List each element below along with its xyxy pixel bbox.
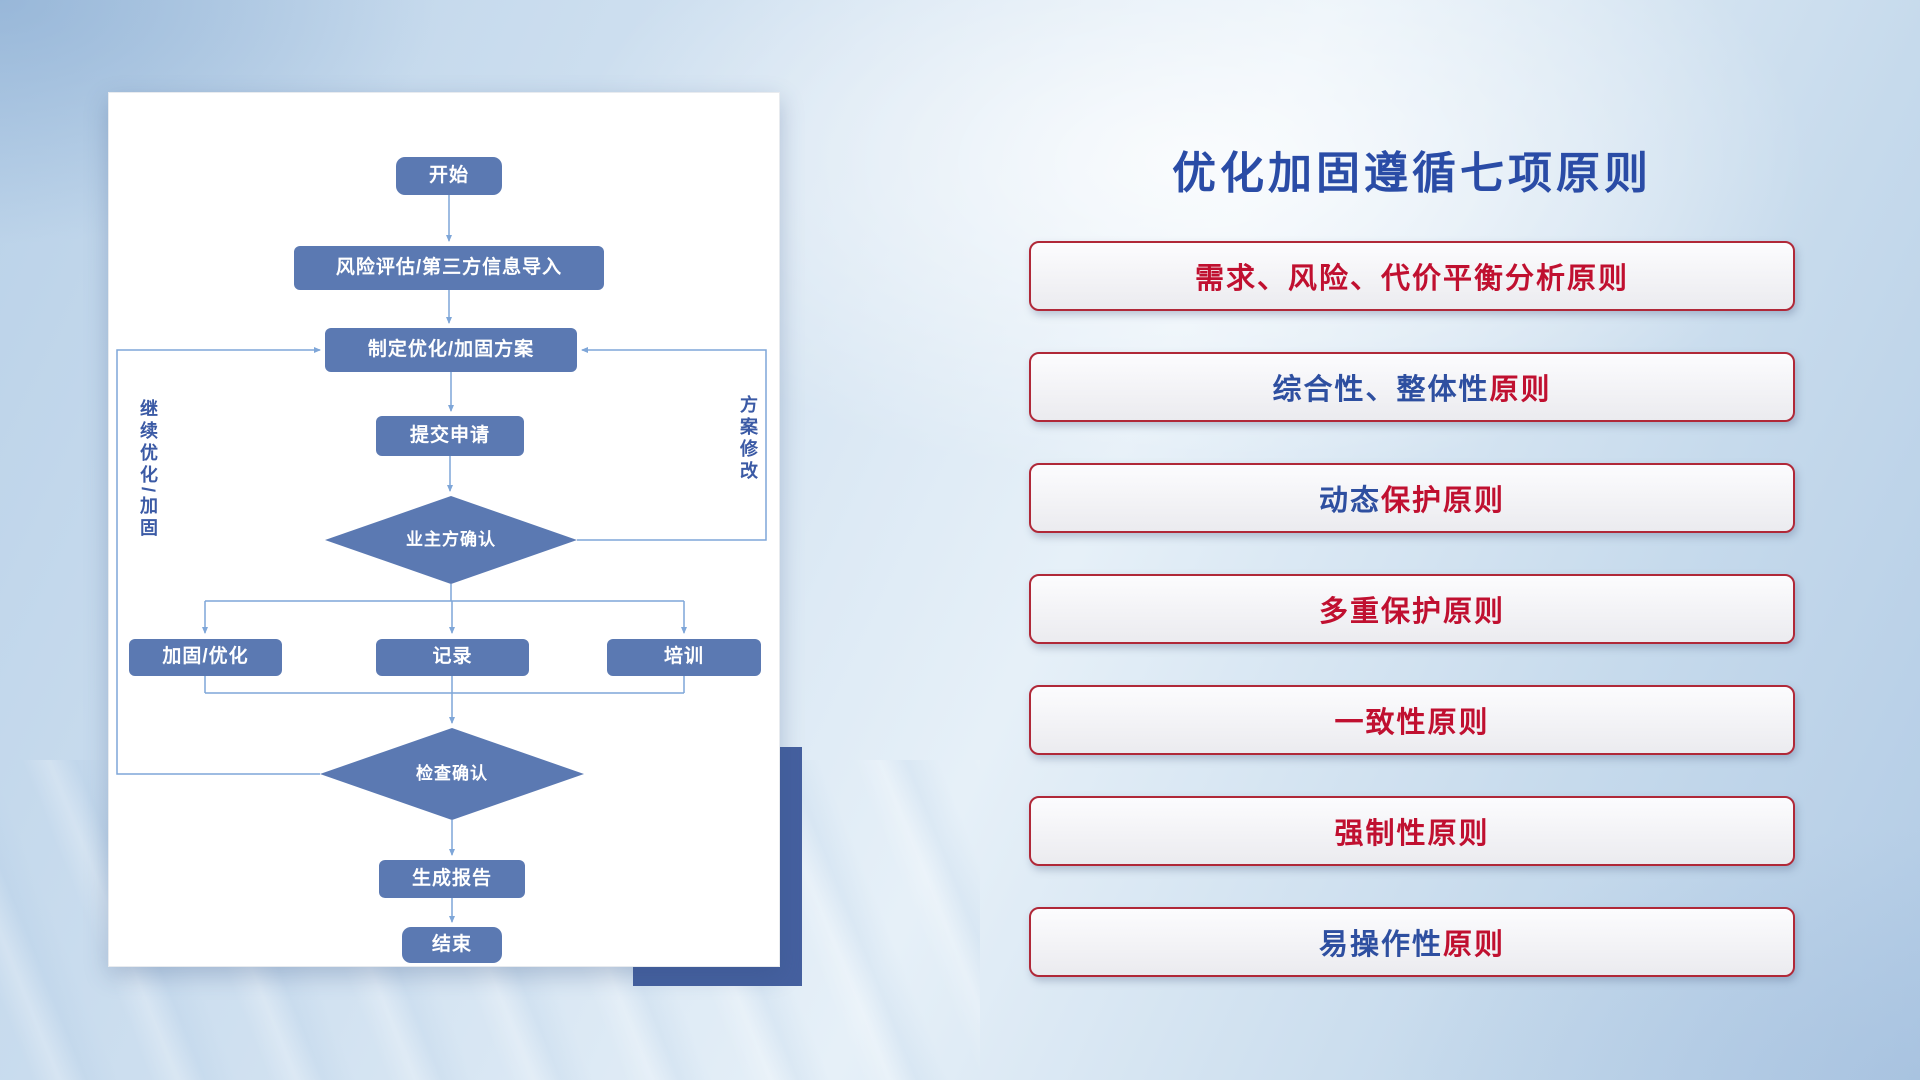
page-title: 优化加固遵循七项原则 — [1172, 149, 1652, 199]
flowchart-card: 开始 风险评估/第三方信息导入 制定优化/加固方案 提交申请 业主方确认 加固/… — [108, 92, 780, 967]
principle-text-segment: 原则 — [1489, 374, 1552, 406]
principle-box: 综合性、整体性原则 — [1029, 352, 1795, 422]
principle-box: 多重保护原则 — [1029, 574, 1795, 644]
flow-node-make-plan: 制定优化/加固方案 — [325, 328, 577, 372]
principle-text-segment: 保护原则 — [1381, 485, 1506, 517]
principle-text-segment: 一致性原则 — [1334, 707, 1490, 739]
flow-node-record: 记录 — [376, 639, 529, 676]
principle-box: 需求、风险、代价平衡分析原则 — [1029, 241, 1795, 311]
principle-box: 易操作性原则 — [1029, 907, 1795, 977]
principle-box: 动态保护原则 — [1029, 463, 1795, 533]
flow-node-reinforce-optimize: 加固/优化 — [129, 639, 282, 676]
loop-label-plan-revise: 方案修改 — [738, 395, 758, 483]
flow-node-submit-application: 提交申请 — [376, 416, 524, 456]
flowchart-connectors — [116, 195, 767, 923]
principle-text-segment: 原则 — [1443, 929, 1506, 961]
flow-node-start: 开始 — [396, 157, 502, 195]
flow-node-risk-import: 风险评估/第三方信息导入 — [294, 246, 604, 290]
principle-box: 一致性原则 — [1029, 685, 1795, 755]
principle-box: 强制性原则 — [1029, 796, 1795, 866]
principles-list: 需求、风险、代价平衡分析原则综合性、整体性原则动态保护原则多重保护原则一致性原则… — [1029, 241, 1795, 1018]
principle-text-segment: 多重保护原则 — [1318, 596, 1505, 628]
flow-node-end: 结束 — [402, 927, 502, 963]
principle-text-segment: 综合性、整体性 — [1272, 374, 1490, 406]
principle-text-segment: 强制性原则 — [1334, 818, 1490, 850]
principle-text-segment: 易操作性 — [1318, 929, 1443, 961]
principle-text-segment: 需求、风险、代价平衡分析原则 — [1194, 263, 1629, 295]
flow-node-generate-report: 生成报告 — [379, 860, 525, 898]
flow-node-training: 培训 — [607, 639, 761, 676]
principle-text-segment: 动态 — [1318, 485, 1381, 517]
loop-label-continue-optimize: 继续优化/加固 — [138, 399, 158, 541]
